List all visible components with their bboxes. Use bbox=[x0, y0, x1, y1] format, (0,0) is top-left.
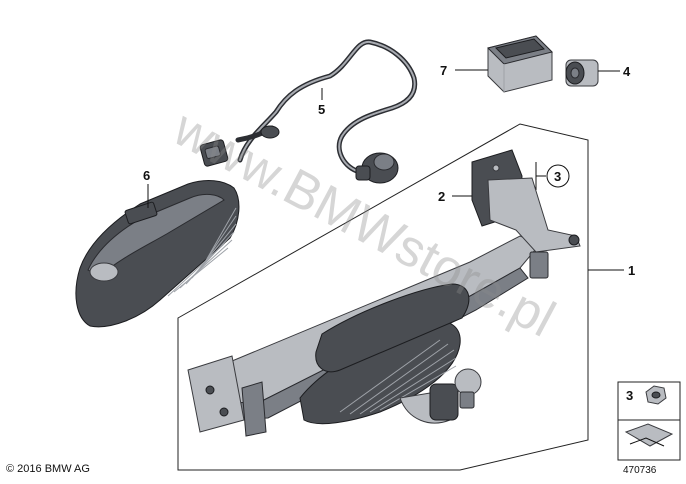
assembly-frame bbox=[177, 123, 589, 471]
diagram-id: 470736 bbox=[623, 465, 657, 476]
tow-hitch-assembly-part[interactable] bbox=[187, 177, 581, 437]
callout-2: 2 bbox=[438, 189, 445, 204]
wiring-harness-part[interactable] bbox=[199, 39, 418, 184]
nut-part[interactable] bbox=[645, 385, 667, 405]
callout-4: 4 bbox=[623, 64, 631, 79]
callout-3: 3 bbox=[554, 169, 561, 184]
harness-plug bbox=[355, 152, 399, 184]
callout-3-ring bbox=[546, 164, 570, 188]
cover-housing-part[interactable] bbox=[75, 180, 240, 328]
callout-5: 5 bbox=[318, 102, 325, 117]
arrow-sheet-icon bbox=[624, 423, 674, 447]
legend-callout-3: 3 bbox=[626, 388, 633, 403]
legend-box bbox=[617, 381, 681, 461]
callout-1: 1 bbox=[628, 263, 635, 278]
callout-7: 7 bbox=[440, 63, 447, 78]
control-module-part[interactable] bbox=[487, 35, 553, 93]
callout-6: 6 bbox=[143, 168, 150, 183]
copyright-notice: © 2016 BMW AG bbox=[6, 463, 90, 475]
socket-part[interactable] bbox=[565, 59, 599, 87]
